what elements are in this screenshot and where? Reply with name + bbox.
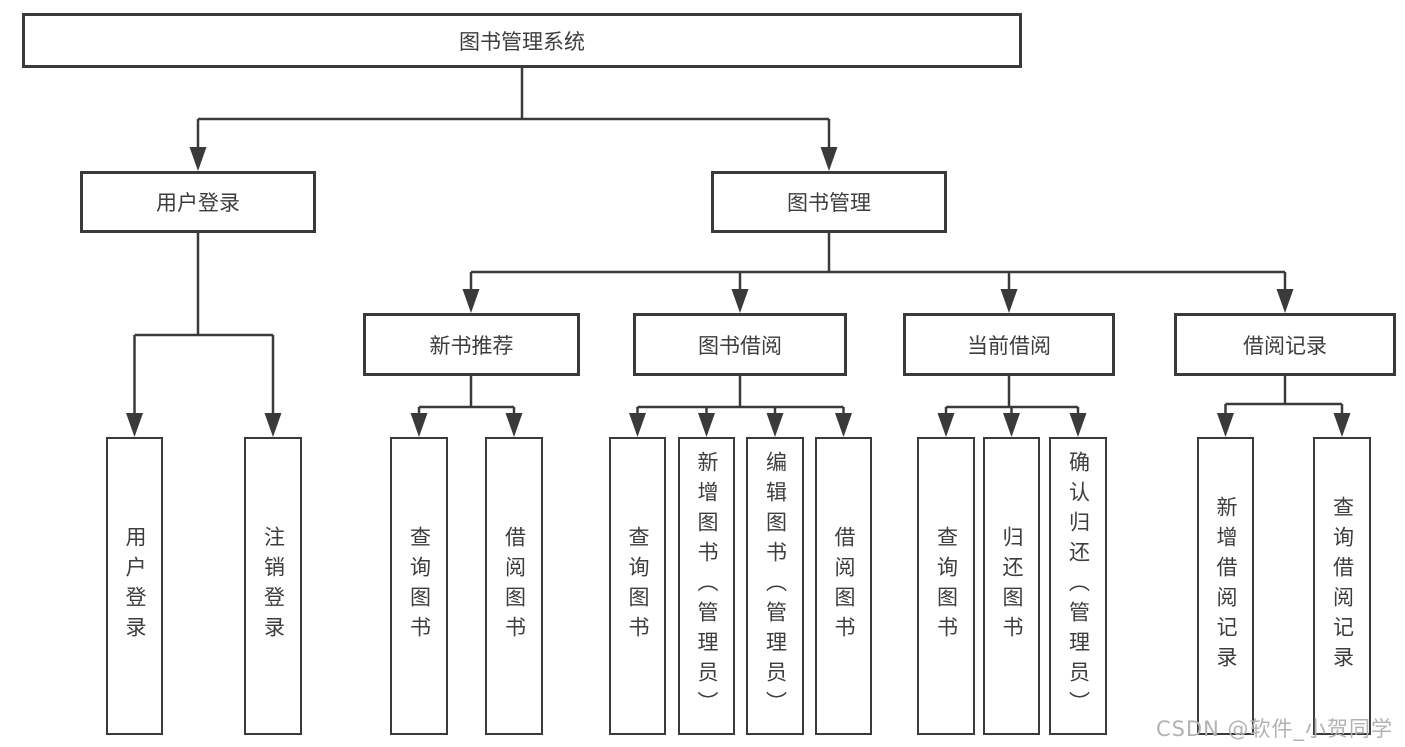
leaf-label: 新增借阅记录 xyxy=(1214,496,1238,676)
connector-root-to-level2 xyxy=(196,68,831,152)
node-book-borrowing: 图书借阅 xyxy=(633,313,847,376)
arrow-down-icon xyxy=(1003,413,1020,437)
leaf-edit-book-admin: 编辑图书（管理员） xyxy=(746,437,804,735)
arrow-down-icon xyxy=(1217,413,1234,437)
node-library-system: 图书管理系统 xyxy=(22,13,1022,68)
leaf-user-login: 用户登录 xyxy=(106,437,163,735)
arrow-down-icon xyxy=(264,413,282,437)
leaf-label: 查询图书 xyxy=(934,526,959,646)
leaf-label: 归还图书 xyxy=(1000,526,1024,646)
watermark: CSDN @软件_小贺同学 xyxy=(1156,717,1394,741)
leaf-label: 查询借阅记录 xyxy=(1330,496,1355,676)
arrow-down-icon xyxy=(698,413,715,437)
arrow-down-icon xyxy=(1276,289,1294,313)
leaf-label: 确认归还（管理员） xyxy=(1066,451,1091,721)
node-current-borrowing: 当前借阅 xyxy=(903,313,1115,376)
node-new-book-recommend: 新书推荐 xyxy=(363,313,580,376)
arrow-down-icon xyxy=(505,413,523,437)
arrowheads xyxy=(126,147,1351,437)
arrow-down-icon xyxy=(629,413,646,437)
leaf-borrow-books-recommend: 借阅图书 xyxy=(485,437,543,735)
arrow-down-icon xyxy=(462,289,480,313)
leaf-query-books-borrow: 查询图书 xyxy=(609,437,666,735)
leaf-confirm-return-admin: 确认归还（管理员） xyxy=(1049,437,1107,735)
arrow-down-icon xyxy=(766,413,784,437)
leaf-borrow-books: 借阅图书 xyxy=(815,437,872,735)
arrow-down-icon xyxy=(410,413,428,437)
leaf-label: 查询图书 xyxy=(407,526,432,646)
arrow-down-icon xyxy=(1069,413,1087,437)
leaf-query-borrow-record: 查询借阅记录 xyxy=(1313,437,1371,735)
leaf-label: 注销登录 xyxy=(261,526,286,646)
node-user-login: 用户登录 xyxy=(80,171,316,233)
leaf-label: 用户登录 xyxy=(123,526,147,646)
node-book-management: 图书管理 xyxy=(711,171,947,233)
connector-current-borrow-children xyxy=(944,376,1080,418)
arrow-down-icon xyxy=(126,413,143,437)
leaf-label: 借阅图书 xyxy=(502,526,527,646)
arrow-down-icon xyxy=(1333,413,1351,437)
connector-book-management-children xyxy=(469,233,1287,294)
arrow-down-icon xyxy=(1000,289,1018,313)
leaf-add-book-admin: 新增图书（管理员） xyxy=(678,437,735,735)
leaf-query-books-recommend: 查询图书 xyxy=(390,437,448,735)
leaf-label: 新增图书（管理员） xyxy=(695,451,719,721)
leaf-label: 编辑图书（管理员） xyxy=(763,451,788,721)
leaf-logout: 注销登录 xyxy=(244,437,302,735)
leaf-return-books: 归还图书 xyxy=(983,437,1040,735)
connector-new-book-children xyxy=(417,376,516,418)
connector-book-borrow-children xyxy=(636,376,845,418)
leaf-label: 借阅图书 xyxy=(832,526,856,646)
node-borrowing-records: 借阅记录 xyxy=(1174,313,1396,376)
connector-user-login-children xyxy=(133,233,275,418)
arrow-down-icon xyxy=(820,147,838,171)
arrow-down-icon xyxy=(835,413,852,437)
arrow-down-icon xyxy=(937,413,955,437)
connector-borrow-records-children xyxy=(1224,376,1344,418)
leaf-query-books-current: 查询图书 xyxy=(917,437,975,735)
arrow-down-icon xyxy=(731,289,749,313)
leaf-label: 查询图书 xyxy=(626,526,650,646)
leaf-add-borrow-record: 新增借阅记录 xyxy=(1197,437,1254,735)
arrow-down-icon xyxy=(189,147,207,171)
